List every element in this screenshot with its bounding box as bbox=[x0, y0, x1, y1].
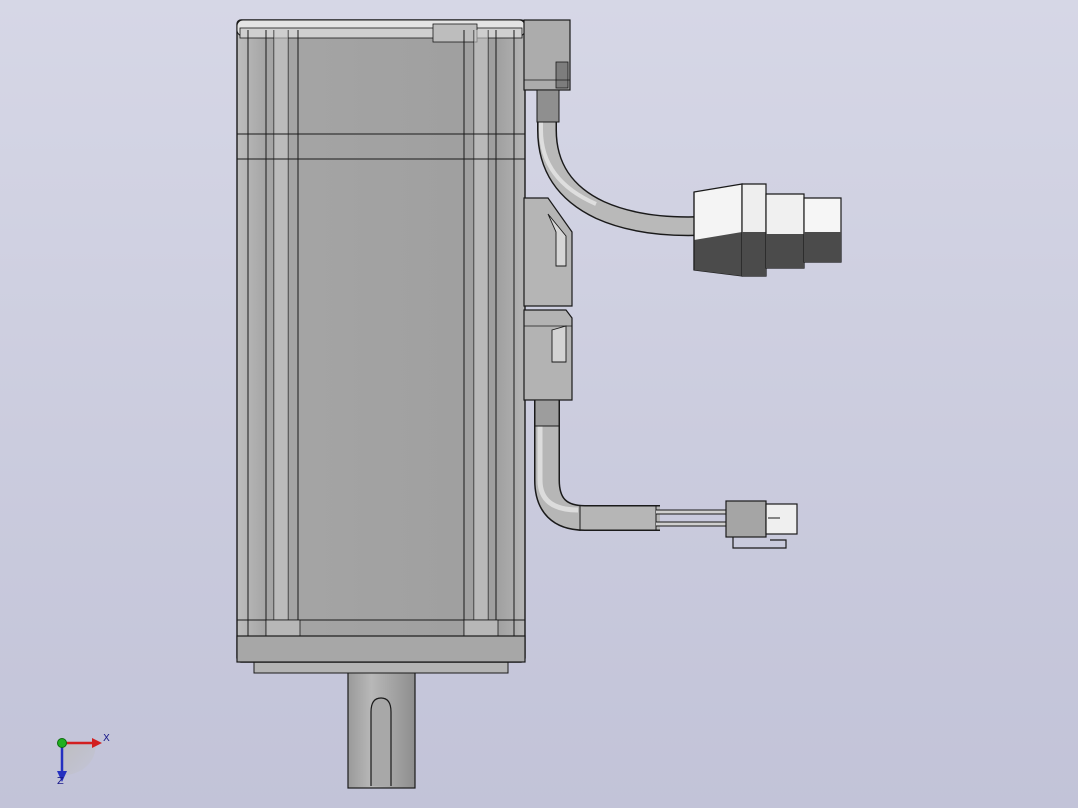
motor-body[interactable] bbox=[236, 19, 526, 663]
motor-shaft[interactable] bbox=[253, 661, 509, 789]
power-cable[interactable] bbox=[536, 89, 701, 237]
shaft-keyway bbox=[370, 697, 392, 786]
triad-x-label: X bbox=[103, 733, 110, 744]
encoder-cable[interactable] bbox=[534, 399, 728, 531]
triad-y-axis bbox=[57, 738, 67, 748]
encoder-plug[interactable] bbox=[725, 500, 798, 549]
view-orientation-triad bbox=[57, 738, 102, 782]
triad-z-label: Z bbox=[57, 776, 64, 787]
side-connector-block[interactable] bbox=[523, 197, 573, 401]
encoder-connector-housing[interactable] bbox=[523, 19, 571, 91]
power-plug[interactable] bbox=[693, 183, 842, 277]
